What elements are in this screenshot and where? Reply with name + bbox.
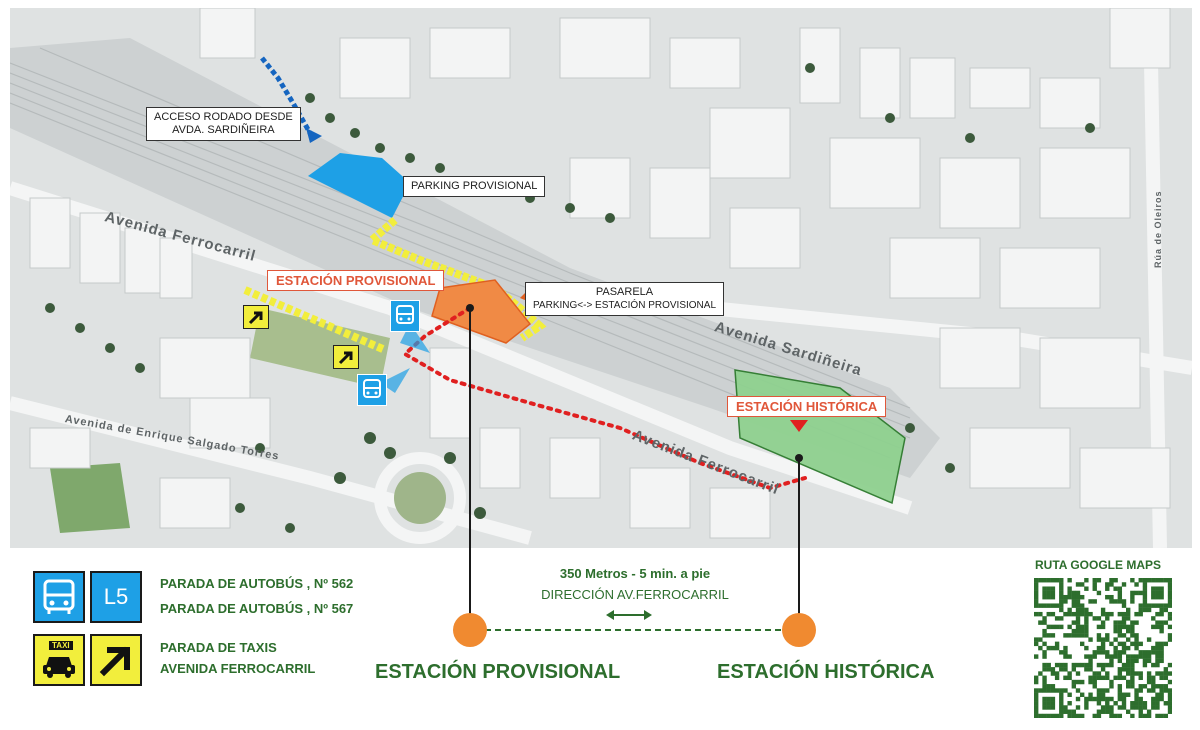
taxi-arrow-icon [333, 345, 359, 369]
provisional-station-label: ESTACIÓN PROVISIONAL [267, 270, 445, 291]
bus-stop-567-text: PARADA DE AUTOBÚS , Nº 567 [160, 601, 354, 616]
parking-label: PARKING PROVISIONAL [403, 176, 546, 197]
map-drawing [10, 8, 1192, 548]
qr-title: RUTA GOOGLE MAPS [1035, 558, 1161, 572]
pasarela-label-subtitle: PARKING<-> ESTACIÓN PROVISIONAL [533, 300, 717, 311]
parking-area [308, 153, 410, 218]
double-arrow-icon [606, 610, 652, 620]
bus-icon [33, 571, 85, 623]
provisional-station-area [431, 279, 532, 344]
taxi-arrow-icon [243, 305, 269, 329]
pasarela-label: PASARELA PARKING<-> ESTACIÓN PROVISIONAL [525, 282, 725, 316]
historic-station-title: ESTACIÓN HISTÓRICA [717, 661, 935, 683]
access-label-line2: AVDA. SARDIÑEIRA [172, 124, 275, 136]
qr-code[interactable] [1034, 578, 1173, 719]
walk-distance-text: 350 Metros - 5 min. a pie [559, 566, 711, 581]
walk-direction-text: DIRECCIÓN AV.FERROCARRIL [541, 587, 729, 602]
aerial-map: Avenida Ferrocarril Avenida Sardiñeira A… [10, 8, 1192, 548]
taxi-stop-text: PARADA DE TAXIS [160, 640, 277, 655]
pasarela-label-title: PASARELA [595, 286, 654, 298]
provisional-station-title: ESTACIÓN PROVISIONAL [375, 661, 621, 683]
provisional-station-marker [453, 613, 487, 647]
access-label-line1: ACCESO RODADO DESDE [154, 111, 293, 123]
bus-stop-562-text: PARADA DE AUTOBÚS , Nº 562 [160, 576, 354, 591]
qr-code-graphic [1034, 578, 1173, 719]
bus-stop-icon [390, 300, 420, 332]
bus-line-badge: L5 [90, 571, 142, 623]
access-label: ACCESO RODADO DESDE AVDA. SARDIÑEIRA [146, 107, 301, 141]
bus-stop-icon [357, 374, 387, 406]
taxi-icon: TAXI [33, 634, 85, 686]
taxi-sign: TAXI [49, 641, 73, 650]
historic-station-label: ESTACIÓN HISTÓRICA [727, 396, 887, 417]
taxi-direction-arrow-icon [90, 634, 142, 686]
taxi-location-text: AVENIDA FERROCARRIL [160, 661, 316, 676]
historic-station-marker [782, 613, 816, 647]
